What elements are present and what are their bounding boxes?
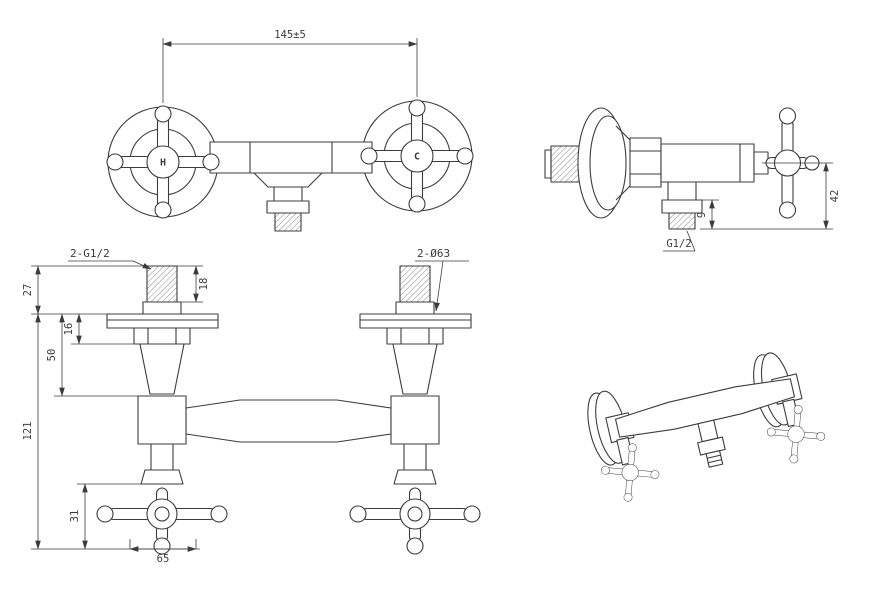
hot-label: H <box>160 158 166 169</box>
mixer-body <box>614 378 796 438</box>
dim-inlet-projection: 27 <box>22 284 34 297</box>
right-flange <box>359 313 472 329</box>
left-handle-icon <box>96 487 228 555</box>
callout-flange-diameter: 2-Ø63 <box>417 247 450 260</box>
side-dimensions: 42 9 G1/2 <box>663 162 841 252</box>
outlet-nut <box>266 200 310 214</box>
dim-outlet-height: 42 <box>829 190 841 203</box>
dim-total-depth: 121 <box>22 422 34 441</box>
outlet-thread <box>274 212 302 232</box>
hex-nut <box>629 137 662 188</box>
left-hex <box>133 327 191 345</box>
front-view: H C <box>106 99 474 232</box>
right-hex <box>386 327 444 345</box>
dim-flange-depth: 16 <box>63 323 75 336</box>
mixer-body <box>185 399 392 443</box>
inlet-thread <box>550 145 582 183</box>
left-inlet-thread <box>146 265 178 303</box>
side-view <box>544 107 820 230</box>
dim-inlet-thread-length: 18 <box>198 278 210 291</box>
left-flange <box>106 313 219 329</box>
dim-handle-width: 65 <box>157 553 170 565</box>
dim-center-distance: 145±5 <box>274 29 306 41</box>
isometric-view <box>587 352 828 505</box>
front-dimensions: 145±5 <box>162 29 418 103</box>
callout-inlet-threads: 2-G1/2 <box>70 247 110 260</box>
plan-dimensions: 2-G1/2 2-Ø63 18 27 16 50 121 31 65 <box>22 247 469 565</box>
dim-flange-to-body: 50 <box>46 349 58 362</box>
right-inlet-thread <box>399 265 431 303</box>
dim-handle-depth: 31 <box>69 510 81 523</box>
outlet-thread-label: G1/2 <box>666 238 691 250</box>
outlet-nut <box>661 199 703 214</box>
cold-label: C <box>414 152 420 163</box>
plan-view <box>96 265 481 555</box>
dim-outlet-thread: 9 <box>696 212 708 218</box>
right-handle-icon <box>349 487 481 555</box>
outlet-thread <box>668 212 696 230</box>
mixer-body <box>209 141 373 174</box>
